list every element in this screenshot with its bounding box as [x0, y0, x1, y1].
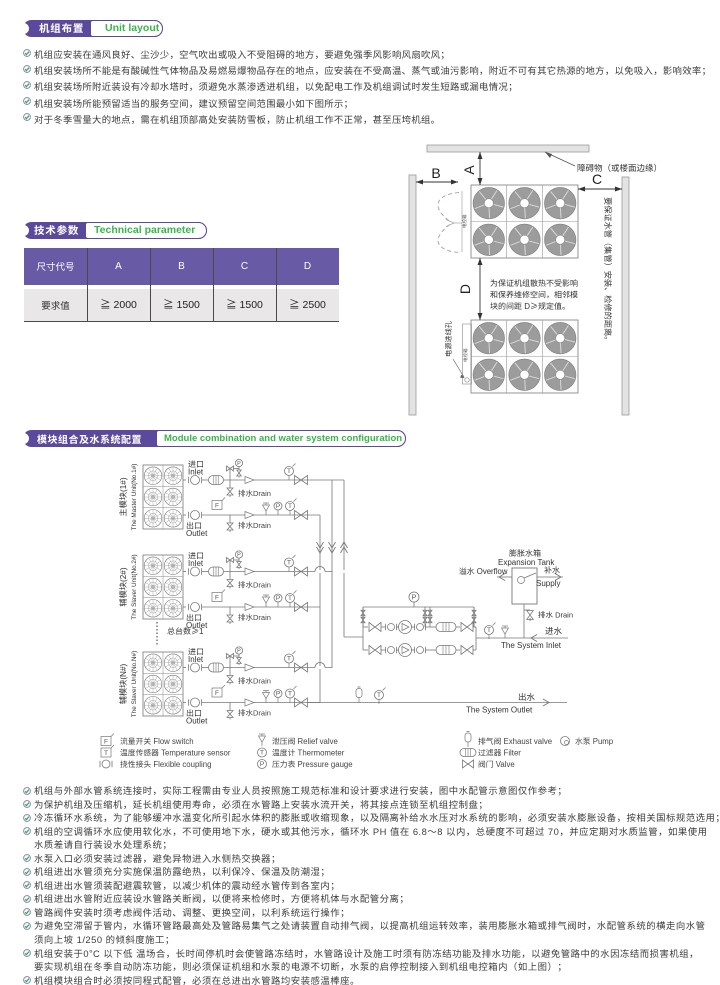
svg-text:泄压阀 Relief valve: 泄压阀 Relief valve [272, 736, 338, 747]
svg-text:排水Drain: 排水Drain [238, 580, 271, 591]
svg-text:Inlet: Inlet [188, 654, 204, 665]
svg-text:要保证水管（集管）安装、检修的距离。: 要保证水管（集管）安装、检修的距离。 [602, 197, 614, 344]
svg-text:The Slaver Unit(No.N#): The Slaver Unit(No.N#) [129, 651, 138, 717]
svg-text:流量开关 Flow switch: 流量开关 Flow switch [120, 736, 194, 747]
svg-text:排气阀 Exhaust valve: 排气阀 Exhaust valve [478, 736, 552, 747]
svg-text:A: A [459, 165, 479, 175]
svg-text:The System Inlet: The System Inlet [501, 640, 562, 651]
svg-text:进口: 进口 [188, 459, 204, 470]
svg-text:出口: 出口 [186, 708, 202, 719]
svg-text:温度计 Thermometer: 温度计 Thermometer [272, 748, 345, 759]
svg-text:P: P [412, 593, 417, 603]
svg-text:出水: 出水 [518, 691, 536, 703]
svg-text:排水Drain: 排水Drain [238, 612, 271, 623]
svg-text:为保证机组散热不受影响: 为保证机组散热不受影响 [490, 278, 578, 289]
svg-text:进口: 进口 [188, 647, 204, 658]
svg-text:电控箱: 电控箱 [463, 348, 469, 362]
svg-text:排水Drain: 排水Drain [238, 520, 271, 531]
svg-text:P: P [237, 551, 241, 559]
svg-text:The Master Unit(No.1#): The Master Unit(No.1#) [129, 464, 138, 531]
svg-text:T: T [287, 465, 291, 475]
svg-text:Supply: Supply [536, 578, 560, 589]
svg-text:总台数≥1: 总台数≥1 [167, 626, 204, 637]
svg-text:T: T [287, 653, 291, 663]
svg-text:补水: 补水 [544, 565, 560, 576]
svg-text:T: T [260, 747, 264, 757]
svg-text:T: T [288, 500, 292, 510]
svg-text:Inlet: Inlet [188, 467, 204, 478]
svg-text:电源进线孔: 电源进线孔 [444, 321, 454, 357]
svg-text:和保养维修空间，相邻模: 和保养维修空间，相邻模 [490, 290, 578, 301]
svg-text:F: F [104, 736, 108, 746]
svg-text:块的间距 D≥规定值。: 块的间距 D≥规定值。 [490, 301, 570, 312]
svg-text:F: F [215, 592, 219, 602]
svg-text:障碍物（或楼面边缘）: 障碍物（或楼面边缘） [577, 162, 662, 174]
svg-text:T: T [104, 747, 108, 757]
svg-text:挠性接头 Flexible coupling: 挠性接头 Flexible coupling [120, 759, 211, 770]
svg-text:T: T [288, 688, 292, 698]
svg-text:压力表 Pressure gauge: 压力表 Pressure gauge [272, 759, 353, 770]
svg-text:电控箱: 电控箱 [462, 214, 468, 228]
svg-text:P: P [276, 500, 280, 510]
svg-text:F: F [215, 500, 219, 510]
svg-text:T: T [377, 689, 381, 699]
svg-text:主模块(1#): 主模块(1#) [117, 477, 129, 516]
svg-text:T: T [287, 557, 291, 567]
svg-text:The Slaver Unit(No.2#): The Slaver Unit(No.2#) [129, 554, 138, 619]
svg-text:P: P [276, 592, 280, 602]
svg-text:C: C [592, 169, 602, 189]
svg-text:过滤器 Filter: 过滤器 Filter [478, 748, 521, 759]
svg-text:Inlet: Inlet [188, 558, 204, 569]
svg-text:排水Drain: 排水Drain [238, 708, 271, 719]
svg-text:T: T [288, 592, 292, 602]
svg-text:P: P [260, 758, 264, 768]
svg-text:膨胀水箱: 膨胀水箱 [509, 548, 541, 559]
svg-text:The System Outlet: The System Outlet [466, 705, 533, 716]
svg-text:溢水 Overflow: 溢水 Overflow [459, 566, 508, 577]
svg-text:出口: 出口 [186, 521, 202, 532]
svg-text:排水 Drain: 排水 Drain [538, 610, 573, 621]
svg-text:辅模块(2#): 辅模块(2#) [117, 567, 129, 606]
svg-text:B: B [431, 163, 440, 183]
svg-text:温度传感器 Temperature sensor: 温度传感器 Temperature sensor [120, 748, 231, 759]
svg-text:D: D [455, 284, 475, 294]
svg-text:出口: 出口 [186, 613, 202, 624]
svg-text:Outlet: Outlet [186, 716, 208, 727]
svg-text:P: P [276, 688, 280, 698]
svg-text:Expansion Tank: Expansion Tank [498, 557, 555, 568]
svg-text:F: F [215, 687, 219, 697]
svg-text:P: P [237, 647, 241, 655]
svg-text:P: P [237, 459, 241, 467]
svg-text:辅模块(N#): 辅模块(N#) [117, 663, 129, 704]
svg-text:进口: 进口 [188, 551, 204, 562]
svg-text:T: T [487, 624, 491, 634]
svg-text:排水Drain: 排水Drain [238, 488, 271, 499]
svg-text:排水Drain: 排水Drain [238, 676, 271, 687]
svg-text:进水: 进水 [545, 625, 563, 637]
svg-text:Outlet: Outlet [186, 528, 208, 539]
svg-text:阀门 Valve: 阀门 Valve [478, 759, 515, 770]
svg-text:Outlet: Outlet [186, 620, 208, 631]
svg-text:水泵 Pump: 水泵 Pump [575, 736, 614, 747]
